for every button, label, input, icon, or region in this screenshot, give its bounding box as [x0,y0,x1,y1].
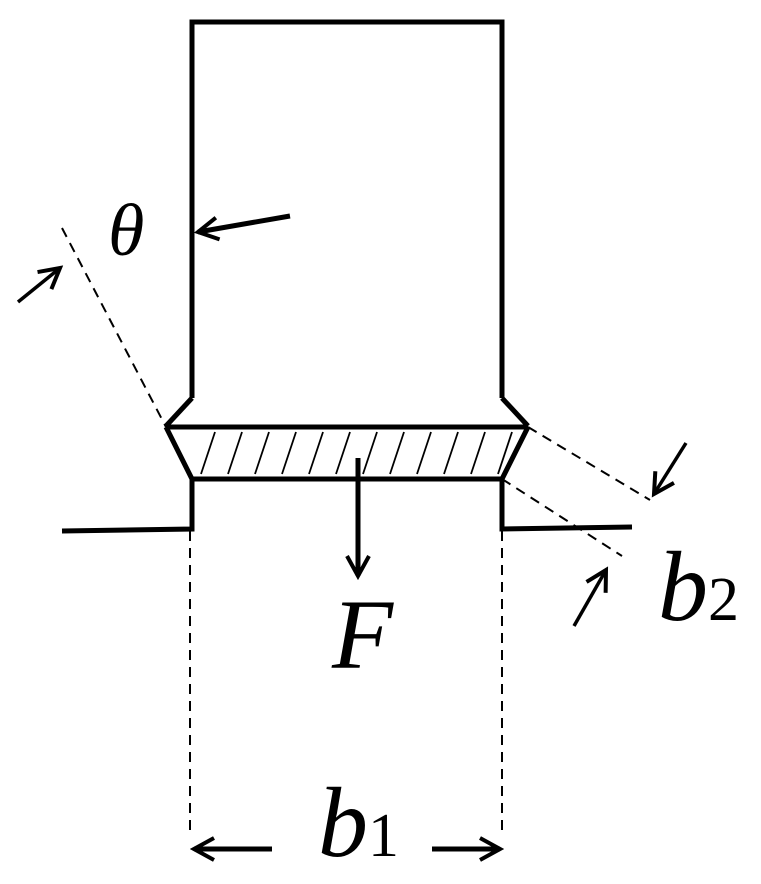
b2-upper-arrow [654,442,688,494]
weld-layer [163,424,531,482]
b2-label-main: b [658,531,708,642]
b2-label-sub: 2 [708,566,739,634]
base-plate [61,479,633,534]
b1-label-sub: 1 [368,802,399,870]
force-label: F [331,579,394,690]
b2-lower-arrow [572,570,606,627]
left-width-arrow [16,268,60,304]
b2-label: b2 [658,531,739,642]
theta-label: θ [108,190,144,272]
theta-arrow [198,213,291,232]
b1-label: b1 [318,767,399,878]
dashed-guides [61,227,651,832]
upper-block [164,19,530,428]
b1-label-main: b [318,767,368,878]
weld-hatching [200,431,513,475]
